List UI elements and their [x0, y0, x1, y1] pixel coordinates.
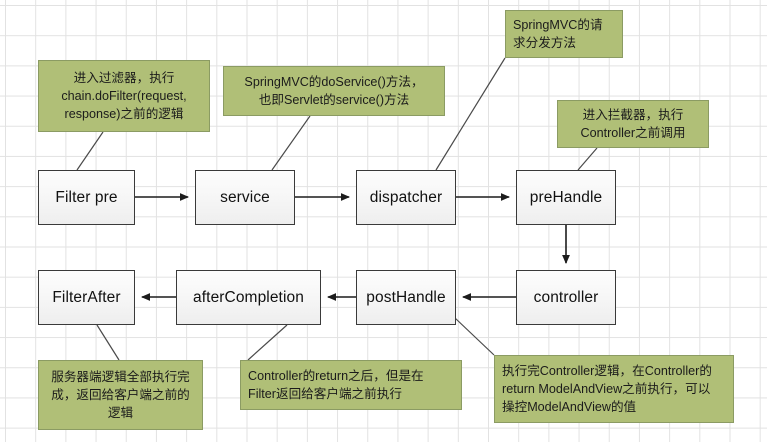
note-text: 进入过滤器，执行 chain.doFilter(request, respons…: [61, 70, 187, 122]
node-pre-handle[interactable]: preHandle: [516, 170, 616, 225]
leader-note-prehandle: [577, 147, 598, 171]
node-label: controller: [533, 288, 599, 306]
node-label: service: [220, 188, 270, 206]
leader-note-aftercompletion: [247, 324, 288, 361]
node-dispatcher[interactable]: dispatcher: [356, 170, 456, 225]
note-dispatcher[interactable]: SpringMVC的请 求分发方法: [505, 10, 623, 58]
note-service[interactable]: SpringMVC的doService()方法， 也即Servlet的servi…: [223, 66, 445, 116]
node-service[interactable]: service: [195, 170, 295, 225]
node-label: afterCompletion: [193, 288, 304, 306]
leader-note-service: [271, 115, 311, 171]
node-label: preHandle: [529, 188, 603, 206]
node-controller[interactable]: controller: [516, 270, 616, 325]
node-label: postHandle: [366, 288, 446, 306]
node-post-handle[interactable]: postHandle: [356, 270, 456, 325]
node-filter-after[interactable]: FilterAfter: [38, 270, 135, 325]
note-filter-pre[interactable]: 进入过滤器，执行 chain.doFilter(request, respons…: [38, 60, 210, 132]
leader-note-filter-pre: [76, 131, 104, 171]
leader-note-dispatcher: [435, 57, 506, 171]
note-after-completion[interactable]: Controller的return之后，但是在 Filter返回给客户端之前执行: [240, 360, 462, 410]
note-filter-after[interactable]: 服务器端逻辑全部执行完 成，返回给客户端之前的 逻辑: [38, 360, 203, 430]
node-label: Filter pre: [55, 188, 118, 206]
note-post-handle[interactable]: 执行完Controller逻辑，在Controller的 return Mode…: [494, 355, 734, 423]
node-label: dispatcher: [369, 188, 443, 206]
note-text: 进入拦截器，执行 Controller之前调用: [580, 107, 686, 140]
note-text: SpringMVC的请 求分发方法: [513, 17, 603, 50]
note-text: Controller的return之后，但是在 Filter返回给客户端之前执行: [248, 368, 424, 401]
node-after-completion[interactable]: afterCompletion: [176, 270, 321, 325]
note-pre-handle[interactable]: 进入拦截器，执行 Controller之前调用: [557, 100, 709, 148]
note-text: SpringMVC的doService()方法， 也即Servlet的servi…: [244, 74, 424, 107]
node-label: FilterAfter: [52, 288, 121, 306]
note-text: 执行完Controller逻辑，在Controller的 return Mode…: [502, 363, 712, 415]
leader-note-filterafter: [96, 324, 120, 361]
leader-note-posthandle: [454, 317, 495, 356]
note-text: 服务器端逻辑全部执行完 成，返回给客户端之前的 逻辑: [51, 369, 190, 421]
node-filter-pre[interactable]: Filter pre: [38, 170, 135, 225]
